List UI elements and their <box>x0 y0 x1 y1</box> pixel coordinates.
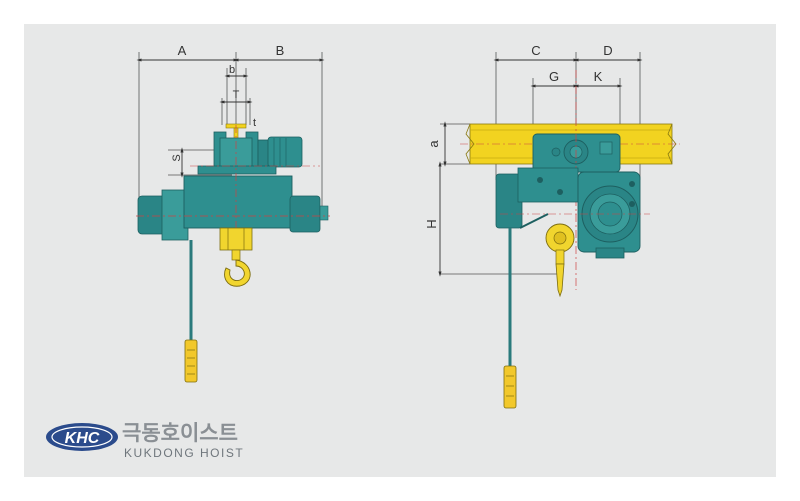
front-pendant <box>184 240 198 383</box>
label-H: H <box>424 219 439 228</box>
front-hook-block <box>219 227 253 287</box>
label-C: C <box>531 43 540 58</box>
side-trolley <box>532 70 621 290</box>
label-D: D <box>603 43 612 58</box>
label-S: S <box>171 154 183 161</box>
logo-mark: KHC <box>65 430 100 447</box>
label-b: b <box>229 64 235 76</box>
hoist-body <box>136 125 330 262</box>
label-K: K <box>594 69 603 84</box>
label-T: T <box>233 89 240 101</box>
side-dimension-lines <box>438 58 643 277</box>
side-hook <box>519 213 575 298</box>
side-hoist-body <box>495 167 650 259</box>
label-t: t <box>253 117 256 129</box>
logo-korean-name: 극동호이스트 <box>122 421 238 445</box>
label-B: B <box>276 43 285 58</box>
trolley <box>197 131 303 175</box>
label-G: G <box>549 69 559 84</box>
girder-beam <box>460 123 680 165</box>
side-view: C D G K a H <box>424 43 680 409</box>
label-A: A <box>178 43 187 58</box>
diagram-panel <box>24 24 776 477</box>
label-a: a <box>426 140 441 148</box>
side-pendant <box>503 228 517 409</box>
front-dimension-lines <box>136 58 325 178</box>
front-view: A B b T t S <box>136 43 330 383</box>
logo-english-name: KUKDONG HOIST <box>124 446 244 460</box>
kukdong-logo: KHC 극동호이스트 KUKDONG HOIST <box>46 421 244 460</box>
